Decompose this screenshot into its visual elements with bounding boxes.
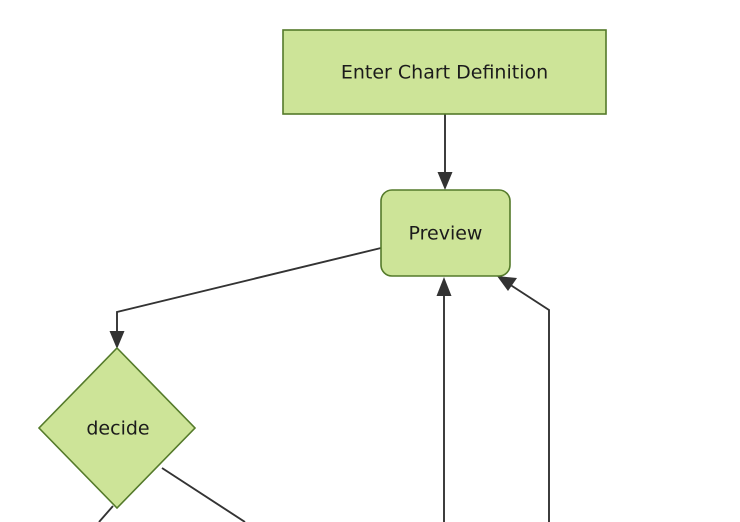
arrowhead-icon	[437, 172, 453, 190]
node-shape-rectangle	[282, 29, 607, 115]
edge-preview-to-decide[interactable]	[109, 247, 382, 349]
node-decide[interactable]: decide	[37, 346, 197, 510]
arrowhead-icon	[497, 276, 517, 291]
arrowhead-icon	[109, 331, 125, 349]
edge-offscreen-to-preview-right[interactable]	[497, 276, 550, 522]
node-enter-chart-definition[interactable]: Enter Chart Definition	[282, 29, 607, 115]
edge-decide-out-right[interactable]	[161, 467, 246, 522]
edge-definition-to-preview[interactable]	[437, 114, 453, 190]
node-preview[interactable]: Preview	[380, 189, 511, 277]
node-shape-diamond	[37, 346, 197, 510]
edge-layer	[98, 114, 550, 522]
node-layer: Enter Chart Definition Preview decide	[37, 29, 607, 510]
edge-offscreen-to-preview-center[interactable]	[436, 277, 452, 522]
arrowhead-icon	[436, 277, 452, 296]
node-shape-rounded-rectangle	[380, 189, 511, 277]
edge-decide-out-bottom[interactable]	[98, 505, 114, 522]
